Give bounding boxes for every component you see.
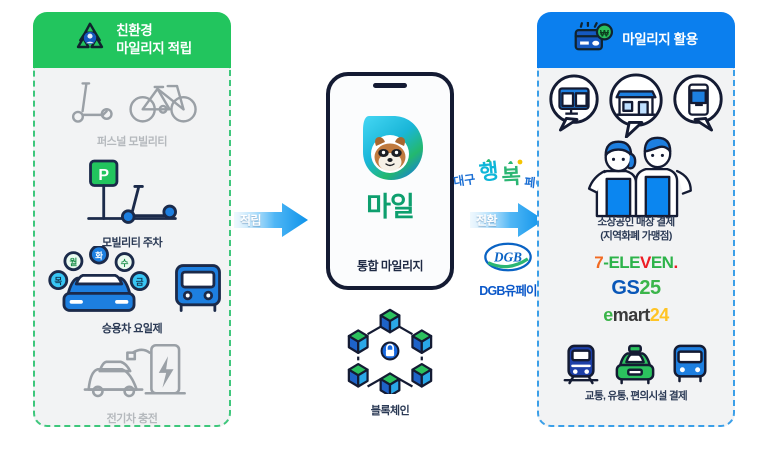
transport-icons xyxy=(537,342,735,386)
right-panel-title: 마일리지 활용 xyxy=(622,31,698,47)
card-won-icon: ₩ xyxy=(574,20,614,59)
item-mobility-parking-label: 모빌리티 주차 xyxy=(101,237,163,249)
item-ev-charging[interactable]: 전기차 충전 xyxy=(33,336,231,426)
mobility-parking-icons: P xyxy=(33,156,231,232)
train-icon xyxy=(563,344,599,385)
left-panel-items: 퍼스널 모빌리티 P xyxy=(33,68,231,425)
center-column: 마일 통합 마일리지 xyxy=(300,0,480,451)
merchant-payment-text: 소상공인 매장 결제 (지역화폐 가맹점) xyxy=(537,216,735,243)
kick-scooter-icon xyxy=(62,76,118,131)
personal-mobility-icons xyxy=(33,74,231,131)
merchant-text-line2: (지역화폐 가맹점) xyxy=(600,229,672,242)
bus-icon xyxy=(175,264,221,312)
right-panel-header: ₩ 마일리지 활용 xyxy=(537,12,735,68)
item-car-day-system[interactable]: 월 화 수 목 금 xyxy=(33,246,231,336)
parking-sign-icon: P xyxy=(87,159,177,224)
svg-text:금: 금 xyxy=(136,277,144,287)
left-panel-header: 친환경 마일리지 적립 xyxy=(33,12,231,68)
brand-seven-eleven: 7-ELEVEN. xyxy=(594,253,678,272)
shop-staff-illustration xyxy=(537,130,735,223)
svg-text:P: P xyxy=(98,166,109,184)
phone-caption: 통합 마일리지 xyxy=(356,259,424,273)
brand-logo-list: 7-ELEVEN. GS25 emart24 xyxy=(537,254,735,324)
blockchain-network-icon xyxy=(347,308,433,397)
dgb-logo-icon: DGB xyxy=(484,242,532,272)
car-icon: 월 화 수 목 금 xyxy=(48,246,150,312)
right-panel-use: ₩ 마일리지 활용 xyxy=(537,12,735,427)
shop-front-icon[interactable] xyxy=(605,72,667,138)
app-logo: 마일 xyxy=(330,110,450,224)
svg-text:복: 복 xyxy=(501,165,522,189)
arrow-earn: 적립 xyxy=(234,200,308,240)
svg-text:행: 행 xyxy=(478,160,500,185)
blockchain-block: 블록체인 xyxy=(300,308,480,418)
arrow-convert-label: 전환 xyxy=(476,213,498,228)
car-day-icons: 월 화 수 목 금 xyxy=(33,246,231,318)
raccoon-mascot-icon xyxy=(374,137,406,171)
svg-text:월: 월 xyxy=(69,257,77,267)
left-panel-earn: 친환경 마일리지 적립 xyxy=(33,12,231,427)
svg-text:화: 화 xyxy=(95,250,103,260)
app-logo-text: 마일 xyxy=(366,192,415,222)
arrow-convert: 전환 xyxy=(470,200,544,240)
item-personal-mobility-label: 퍼스널 모빌리티 xyxy=(97,136,167,148)
item-mobility-parking[interactable]: P 모빌리티 주차 xyxy=(33,156,231,250)
online-store-icon[interactable] xyxy=(545,72,603,134)
svg-text:DGB: DGB xyxy=(493,250,522,265)
ev-charging-icons xyxy=(33,336,231,408)
transport-block: 교통, 유통, 편의시설 결제 xyxy=(537,342,735,404)
mail-app-logo-mark xyxy=(353,110,427,184)
item-ev-charging-label: 전기차 충전 xyxy=(106,413,158,425)
bus-icon-right xyxy=(673,344,707,383)
svg-text:수: 수 xyxy=(121,258,129,268)
merchant-channel-bubbles xyxy=(537,72,735,138)
left-panel-title: 친환경 마일리지 적립 xyxy=(116,22,192,56)
arrow-earn-label: 적립 xyxy=(240,213,262,228)
right-panel-content: 소상공인 매장 결제 (지역화폐 가맹점) 7-ELEVEN. GS25 ema… xyxy=(537,68,735,421)
item-car-day-system-label: 승용차 요일제 xyxy=(101,323,163,335)
blockchain-label: 블록체인 xyxy=(370,405,410,417)
item-personal-mobility[interactable]: 퍼스널 모빌리티 xyxy=(33,74,231,149)
recycle-icon xyxy=(72,20,108,61)
bicycle-icon xyxy=(126,74,202,131)
brand-emart24: emart24 xyxy=(603,305,669,325)
ev-charger-icon xyxy=(83,343,186,398)
left-panel-body xyxy=(33,66,231,427)
svg-text:대구: 대구 xyxy=(452,172,476,189)
phone-mockup: 마일 통합 마일리지 xyxy=(326,72,454,290)
dgb-upay-label: DGB유페이 xyxy=(479,284,537,298)
transport-label: 교통, 유통, 편의시설 결제 xyxy=(584,390,688,402)
mobile-shopping-icon[interactable] xyxy=(669,72,727,134)
svg-text:₩: ₩ xyxy=(600,28,610,39)
brand-gs25: GS25 xyxy=(611,277,661,299)
taxi-icon xyxy=(615,344,655,385)
dgb-upay-block: DGB DGB유페이 xyxy=(462,240,554,299)
svg-text:목: 목 xyxy=(54,276,62,286)
merchant-text-line1: 소상공인 매장 결제 xyxy=(597,216,675,228)
phone-notch xyxy=(373,83,407,88)
